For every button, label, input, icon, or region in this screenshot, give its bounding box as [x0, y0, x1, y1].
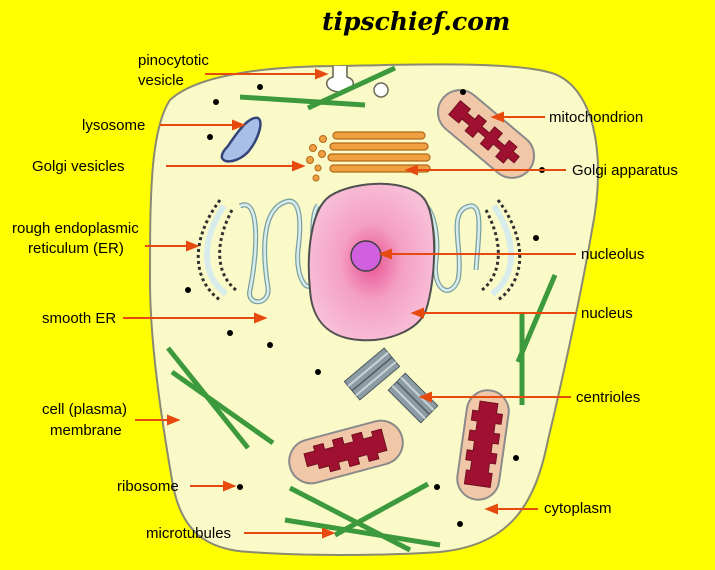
microtubule — [239, 94, 366, 108]
label-cell-membrane-2: membrane — [50, 422, 122, 439]
label-mitochondrion: mitochondrion — [549, 109, 643, 126]
label-nucleus: nucleus — [581, 305, 633, 322]
microtubule — [284, 517, 441, 548]
label-centrioles: centrioles — [576, 389, 640, 406]
label-nucleolus: nucleolus — [581, 246, 644, 263]
golgi-vesicles — [306, 135, 327, 182]
label-golgi-apparatus: Golgi apparatus — [572, 162, 678, 179]
microtubule — [306, 65, 397, 111]
rough-er-right — [481, 199, 522, 302]
label-microtubules: microtubules — [146, 525, 231, 542]
centrioles — [343, 347, 439, 424]
label-rough-er-1: rough endoplasmic — [12, 220, 139, 237]
pinocytotic-vesicle-small — [373, 82, 389, 98]
microtubule — [170, 369, 275, 446]
mitochondrion-bottom — [288, 419, 404, 485]
label-ribosome: ribosome — [117, 478, 179, 495]
smooth-er-right-inner — [419, 203, 481, 292]
nucleolus — [350, 240, 382, 272]
label-vesicle: vesicle — [138, 72, 184, 89]
rough-er — [196, 199, 237, 302]
labels: pinocytotic vesicle lysosome Golgi vesic… — [12, 52, 678, 542]
label-rough-er-2: reticulum (ER) — [28, 240, 124, 257]
lysosome — [220, 116, 262, 163]
ribosomes — [185, 84, 545, 527]
watermark: tipschief.com — [322, 7, 510, 36]
pointer-arrows — [123, 68, 576, 539]
label-cytoplasm: cytoplasm — [544, 500, 612, 517]
label-pinocytotic: pinocytotic — [138, 52, 209, 69]
label-lysosome: lysosome — [82, 117, 145, 134]
microtubule — [288, 485, 412, 553]
microtubule — [333, 481, 430, 538]
label-cell-membrane-1: cell (plasma) — [42, 401, 127, 418]
mitochondrion-right — [456, 389, 510, 501]
label-smooth-er: smooth ER — [42, 310, 116, 327]
microtubules-group — [166, 65, 558, 553]
label-golgi-vesicles: Golgi vesicles — [32, 158, 125, 175]
